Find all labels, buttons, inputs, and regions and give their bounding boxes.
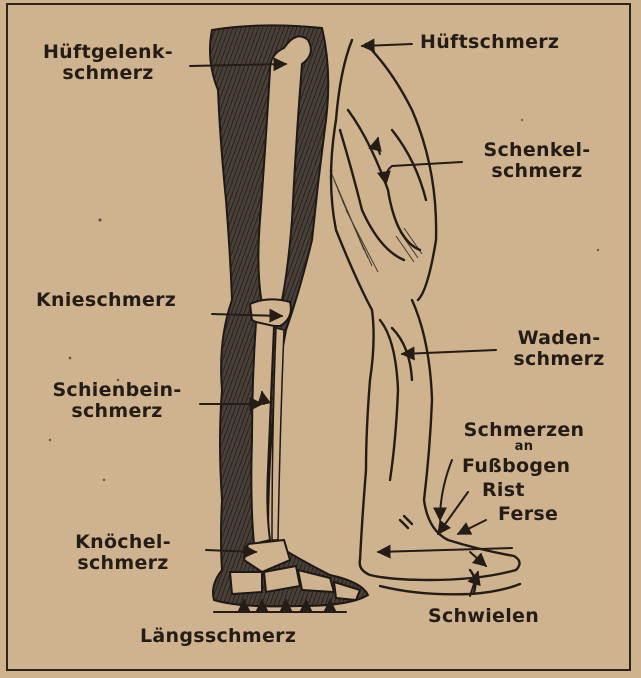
label-arch: Fußbogen [462,456,570,477]
label-hip-joint-pain: Hüftgelenk- schmerz [28,42,188,84]
thigh-muscle-lines [330,170,422,272]
label-shin-pain: Schienbein- schmerz [32,380,202,422]
label-ankle-pain: Knöchel- schmerz [38,532,208,574]
label-calluses: Schwielen [428,606,539,627]
label-instep: Rist [482,480,525,501]
label-thigh-pain: Schenkel- schmerz [462,140,612,182]
label-hip-pain: Hüftschmerz [420,32,559,53]
label-heel: Ferse [498,504,558,525]
label-longitudinal-pain: Längsschmerz [140,626,296,647]
label-calf-pain: Waden- schmerz [494,328,624,370]
label-foot-pain-header: Schmerzen an [444,420,604,453]
label-knee-pain: Knieschmerz [36,290,176,311]
side-leg-outline [331,40,520,594]
